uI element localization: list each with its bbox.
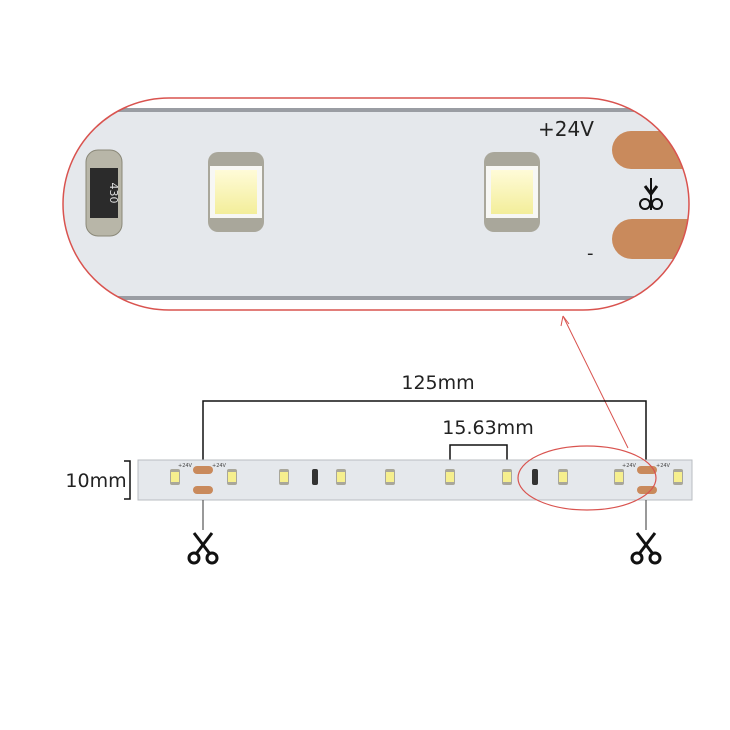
strip-voltage-label: +24V bbox=[212, 463, 227, 469]
scissors-icon[interactable] bbox=[187, 532, 219, 565]
led bbox=[614, 469, 624, 485]
led bbox=[502, 469, 512, 485]
cut-length-label: 125mm bbox=[401, 372, 475, 394]
resistor bbox=[532, 469, 538, 485]
dimension-125mm bbox=[202, 400, 647, 460]
led-strip: +24V +24V +24V +24V bbox=[137, 459, 693, 501]
magnifier-connector bbox=[562, 315, 629, 449]
copper-pad bbox=[193, 486, 213, 494]
scissors-icon[interactable] bbox=[630, 532, 662, 565]
resistor-code: 430 bbox=[107, 183, 120, 204]
copper-pad bbox=[637, 466, 657, 474]
resistor bbox=[312, 469, 318, 485]
strip-voltage-label: +24V bbox=[656, 463, 671, 469]
led bbox=[673, 469, 683, 485]
magnified-voltage-label: +24V bbox=[538, 117, 594, 141]
led-pitch-label: 15.63mm bbox=[442, 417, 534, 439]
led bbox=[558, 469, 568, 485]
cut-mark-icon bbox=[639, 178, 663, 210]
width-label: 10mm bbox=[65, 470, 127, 492]
highlight-ellipse bbox=[517, 445, 657, 511]
resistor-magnified bbox=[85, 149, 123, 237]
led-magnified-2 bbox=[484, 152, 540, 232]
led bbox=[385, 469, 395, 485]
magnified-strip: +24V - 430 bbox=[63, 98, 689, 310]
led bbox=[336, 469, 346, 485]
led bbox=[279, 469, 289, 485]
led-magnified-1 bbox=[208, 152, 264, 232]
led bbox=[227, 469, 237, 485]
strip-voltage-label: +24V bbox=[178, 463, 193, 469]
led bbox=[445, 469, 455, 485]
copper-pad bbox=[637, 486, 657, 494]
magnified-minus-label: - bbox=[587, 243, 594, 264]
led bbox=[170, 469, 180, 485]
magnifier-outline bbox=[62, 97, 690, 311]
copper-pad-positive bbox=[612, 131, 689, 169]
copper-pad-negative bbox=[612, 219, 689, 259]
copper-pad bbox=[193, 466, 213, 474]
dimension-10mm bbox=[124, 460, 131, 500]
strip-voltage-label: +24V bbox=[622, 463, 637, 469]
dimension-15-63mm bbox=[449, 444, 508, 462]
